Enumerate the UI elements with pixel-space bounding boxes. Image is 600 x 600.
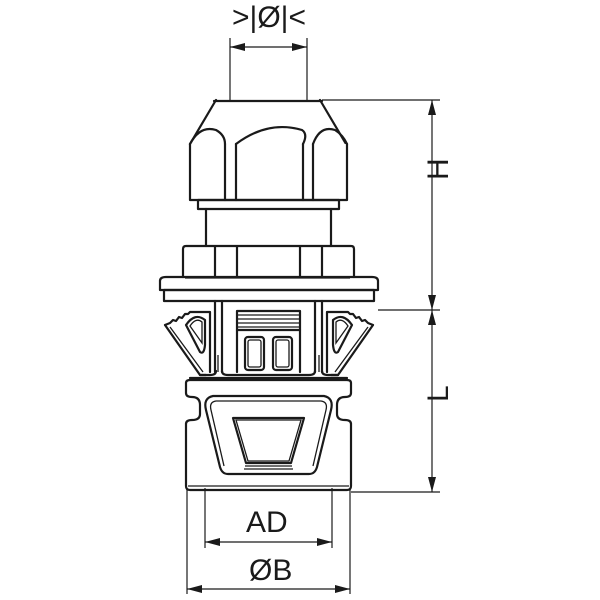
length-label: L xyxy=(422,385,455,402)
latch-section xyxy=(163,299,375,377)
sealing-nut xyxy=(188,98,349,211)
diameter-label: >|Ø|< xyxy=(232,1,306,34)
thread-size-dimension xyxy=(204,488,333,548)
connector-base xyxy=(184,376,353,492)
neck xyxy=(204,207,333,248)
height-dimension xyxy=(322,99,440,493)
outer-diameter-label: ØB xyxy=(249,554,293,587)
flange xyxy=(158,275,380,303)
height-label: H xyxy=(422,158,455,180)
thread-size-label: AD xyxy=(246,506,288,539)
outer-diameter-dimension xyxy=(186,490,351,594)
length-dimension xyxy=(428,310,436,492)
body-hex xyxy=(181,244,356,279)
diameter-dimension xyxy=(229,38,308,100)
